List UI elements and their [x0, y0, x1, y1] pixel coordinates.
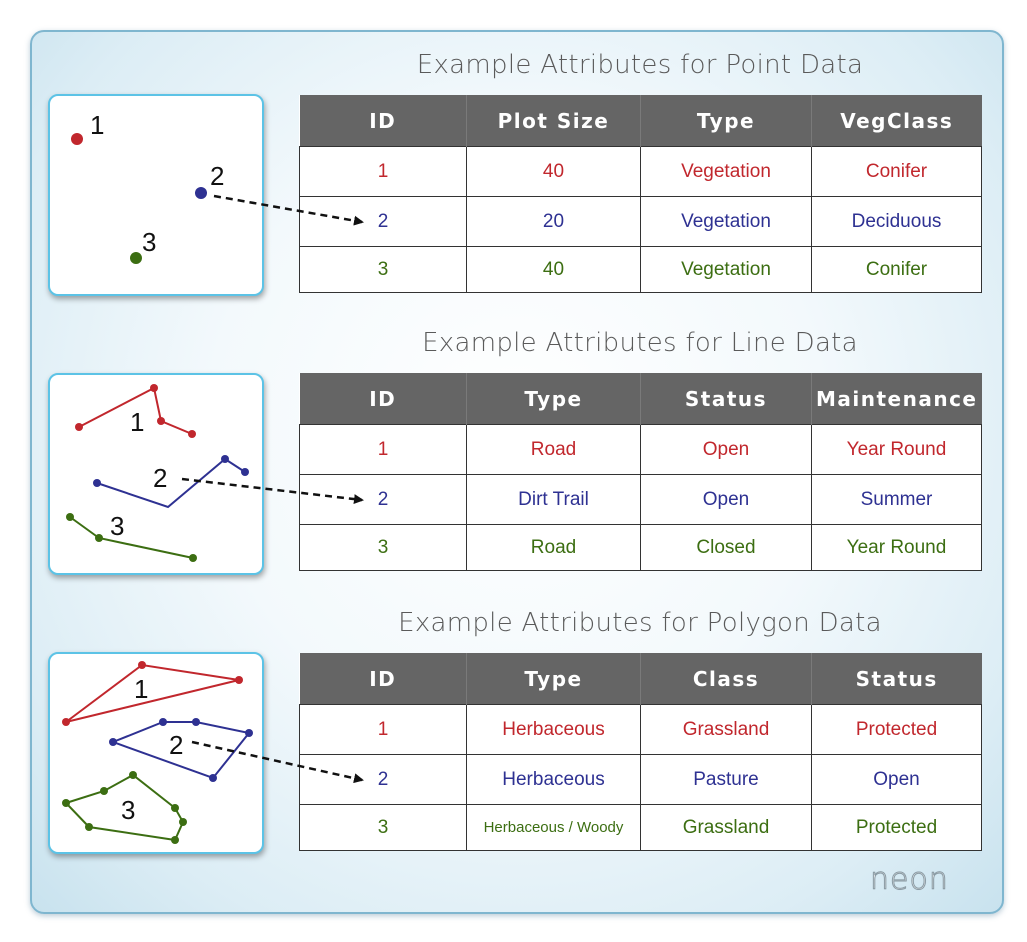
- column-header: VegClass: [811, 95, 982, 147]
- point-label-2: 2: [210, 161, 224, 191]
- polygon-feature-3: [64, 773, 185, 842]
- table-header-row: ID Type Class Status: [299, 653, 982, 705]
- line-label-1: 1: [130, 407, 144, 437]
- table-row: 1 Road Open Year Round: [299, 424, 982, 475]
- table-row: 3 Road Closed Year Round: [299, 524, 982, 571]
- polygon-label-2: 2: [169, 730, 183, 760]
- point-attribute-table: ID Plot Size Type VegClass 1 40 Vegetati…: [299, 95, 982, 293]
- polygon-label-3: 3: [121, 795, 135, 825]
- column-header: ID: [299, 373, 467, 425]
- polygon-feature-1: [65, 663, 240, 723]
- table-cell: Road: [466, 524, 641, 571]
- table-row: 3 40 Vegetation Conifer: [299, 246, 982, 293]
- table-row: 3 Herbaceous / Woody Grassland Protected: [299, 804, 982, 851]
- table-header-row: ID Plot Size Type VegClass: [299, 95, 982, 147]
- point-label-1: 1: [90, 110, 104, 140]
- table-cell: 1: [299, 424, 467, 475]
- table-cell: 3: [299, 524, 467, 571]
- table-cell: Open: [811, 754, 982, 805]
- table-cell: Grassland: [640, 804, 812, 851]
- table-cell: Open: [640, 474, 812, 525]
- point-section-title: Example Attributes for Point Data: [416, 50, 864, 80]
- polygon-attribute-table: ID Type Class Status 1 Herbaceous Grassl…: [299, 653, 982, 851]
- table-header-row: ID Type Status Maintenance: [299, 373, 982, 425]
- column-header: Class: [640, 653, 812, 705]
- table-cell: Herbaceous / Woody: [466, 804, 641, 851]
- line-map: 1 2 3: [48, 373, 264, 575]
- table-cell: Summer: [811, 474, 982, 525]
- line-attribute-table: ID Type Status Maintenance 1 Road Open Y…: [299, 373, 982, 571]
- table-cell: 2: [299, 754, 467, 805]
- column-header: Status: [640, 373, 812, 425]
- column-header: Status: [811, 653, 982, 705]
- line-map-canvas: 1 2 3: [66, 384, 249, 562]
- table-row: 2 20 Vegetation Deciduous: [299, 196, 982, 247]
- table-cell: Dirt Trail: [466, 474, 641, 525]
- line-feature-3: [69, 516, 194, 559]
- table-cell: Grassland: [640, 704, 812, 755]
- table-cell: Conifer: [811, 146, 982, 197]
- table-cell: Vegetation: [640, 196, 812, 247]
- column-header: Type: [466, 653, 641, 705]
- table-cell: Open: [640, 424, 812, 475]
- polygon-label-1: 1: [134, 674, 148, 704]
- table-cell: Year Round: [811, 424, 982, 475]
- table-cell: Year Round: [811, 524, 982, 571]
- table-cell: 1: [299, 704, 467, 755]
- table-cell: Herbaceous: [466, 704, 641, 755]
- table-cell: 20: [466, 196, 641, 247]
- column-header: Type: [640, 95, 812, 147]
- point-map-canvas: 1 2 3: [71, 110, 224, 264]
- neon-logo: neon: [870, 862, 949, 898]
- table-cell: 2: [299, 474, 467, 525]
- table-cell: Protected: [811, 804, 982, 851]
- table-cell: 3: [299, 804, 467, 851]
- polygon-map: 1 2 3: [48, 652, 264, 854]
- table-cell: 1: [299, 146, 467, 197]
- point-label-3: 3: [142, 227, 156, 257]
- column-header: Maintenance: [811, 373, 982, 425]
- line-label-3: 3: [110, 511, 124, 541]
- column-header: ID: [299, 653, 467, 705]
- table-cell: Vegetation: [640, 246, 812, 293]
- table-cell: Pasture: [640, 754, 812, 805]
- table-cell: Conifer: [811, 246, 982, 293]
- column-header: Plot Size: [466, 95, 641, 147]
- line-section-title: Example Attributes for Line Data: [422, 328, 858, 358]
- table-cell: Protected: [811, 704, 982, 755]
- line-label-2: 2: [153, 463, 167, 493]
- table-cell: Deciduous: [811, 196, 982, 247]
- point-feature-2: [195, 187, 207, 199]
- polygon-map-canvas: 1 2 3: [62, 661, 253, 844]
- table-cell: 3: [299, 246, 467, 293]
- polygon-section-title: Example Attributes for Polygon Data: [398, 608, 882, 638]
- table-cell: Closed: [640, 524, 812, 571]
- column-header: ID: [299, 95, 467, 147]
- table-row: 2 Herbaceous Pasture Open: [299, 754, 982, 805]
- table-cell: 40: [466, 146, 641, 197]
- table-row: 2 Dirt Trail Open Summer: [299, 474, 982, 525]
- table-cell: 40: [466, 246, 641, 293]
- table-cell: 2: [299, 196, 467, 247]
- point-feature-3: [130, 252, 142, 264]
- column-header: Type: [466, 373, 641, 425]
- table-cell: Herbaceous: [466, 754, 641, 805]
- point-feature-1: [71, 133, 83, 145]
- point-map: 1 2 3: [48, 94, 264, 296]
- table-cell: Vegetation: [640, 146, 812, 197]
- table-row: 1 40 Vegetation Conifer: [299, 146, 982, 197]
- table-cell: Road: [466, 424, 641, 475]
- table-row: 1 Herbaceous Grassland Protected: [299, 704, 982, 755]
- line-feature-1: [78, 386, 193, 435]
- line-feature-2: [96, 457, 246, 509]
